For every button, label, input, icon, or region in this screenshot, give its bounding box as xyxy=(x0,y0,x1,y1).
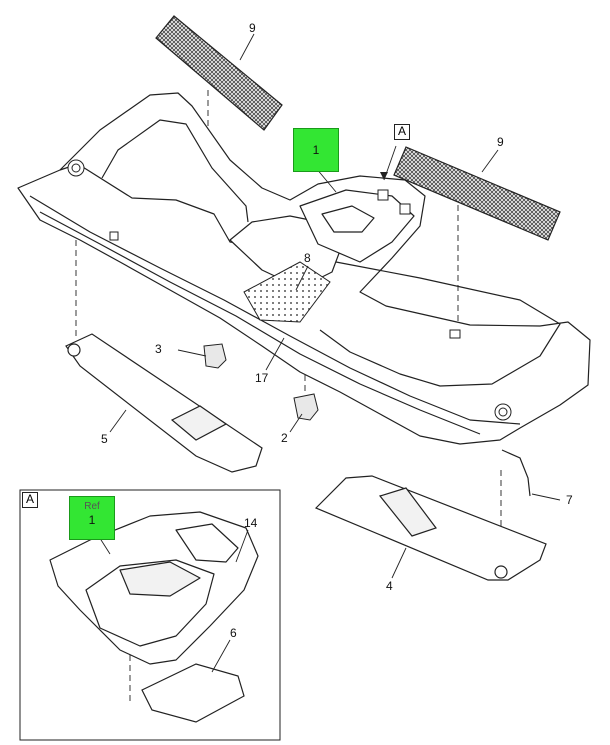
highlight-part-1-label: 1 xyxy=(312,143,320,157)
callout-5: 5 xyxy=(101,432,108,446)
highlight-part-1[interactable]: 1 xyxy=(293,128,339,172)
ref-label: Ref xyxy=(84,501,100,512)
callout-2: 2 xyxy=(281,431,288,445)
view-marker-inset: A xyxy=(22,492,38,508)
callout-8: 8 xyxy=(304,251,311,265)
clip-3 xyxy=(203,343,227,369)
inset-frame xyxy=(19,489,281,741)
console-clips xyxy=(67,159,512,421)
inset-console xyxy=(49,511,259,665)
callout-6: 6 xyxy=(230,626,237,640)
sound-pad-right xyxy=(393,146,561,241)
wire-7 xyxy=(501,449,531,497)
callout-7: 7 xyxy=(566,493,573,507)
ref-part-label: 1 xyxy=(88,513,96,527)
highlight-ref-part-1[interactable]: Ref 1 xyxy=(69,496,115,540)
callout-9-left: 9 xyxy=(249,21,256,35)
callout-17: 17 xyxy=(255,371,269,385)
arrow-head xyxy=(380,172,388,180)
leader-lines xyxy=(95,33,561,673)
sun-visor-right xyxy=(314,475,547,581)
callout-4: 4 xyxy=(386,579,393,593)
callout-9-right: 9 xyxy=(497,135,504,149)
clip-2 xyxy=(293,393,319,421)
storage-lid-6 xyxy=(141,663,245,723)
console-grid-area xyxy=(243,261,331,323)
callout-3: 3 xyxy=(155,342,162,356)
sun-visor-left xyxy=(65,333,263,473)
view-marker-main: A xyxy=(394,124,410,140)
callout-14: 14 xyxy=(244,516,258,530)
sound-pad-left xyxy=(155,15,283,131)
